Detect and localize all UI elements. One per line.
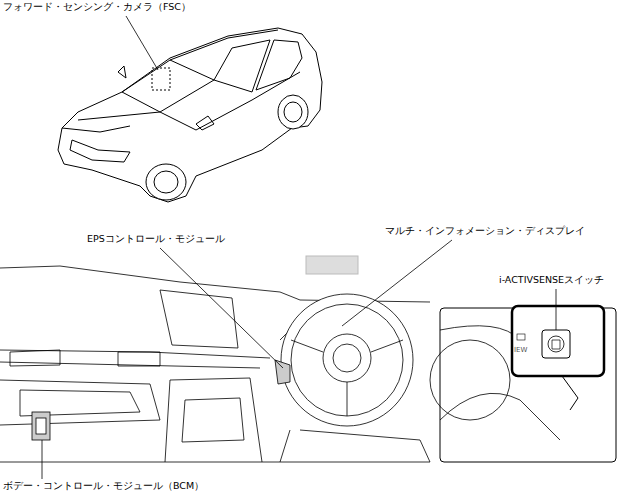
part-label: i-ACTIVSENSEスイッチ xyxy=(498,275,605,286)
hud-area xyxy=(306,256,358,274)
part-label: ボデー・コントロール・モジュール（BCM） xyxy=(2,481,205,492)
part-label: IEW xyxy=(513,346,528,354)
dashboard-illustration xyxy=(0,266,430,462)
switch-inset xyxy=(430,306,616,462)
car-illustration xyxy=(58,28,322,202)
part-label: フォワード・センシング・カメラ（FSC） xyxy=(2,2,192,13)
part-label: マルチ・インフォメーション・ディスプレイ xyxy=(384,226,586,237)
part-label: EPSコントロール・モジュール xyxy=(86,234,226,245)
leader-lines xyxy=(42,16,556,479)
